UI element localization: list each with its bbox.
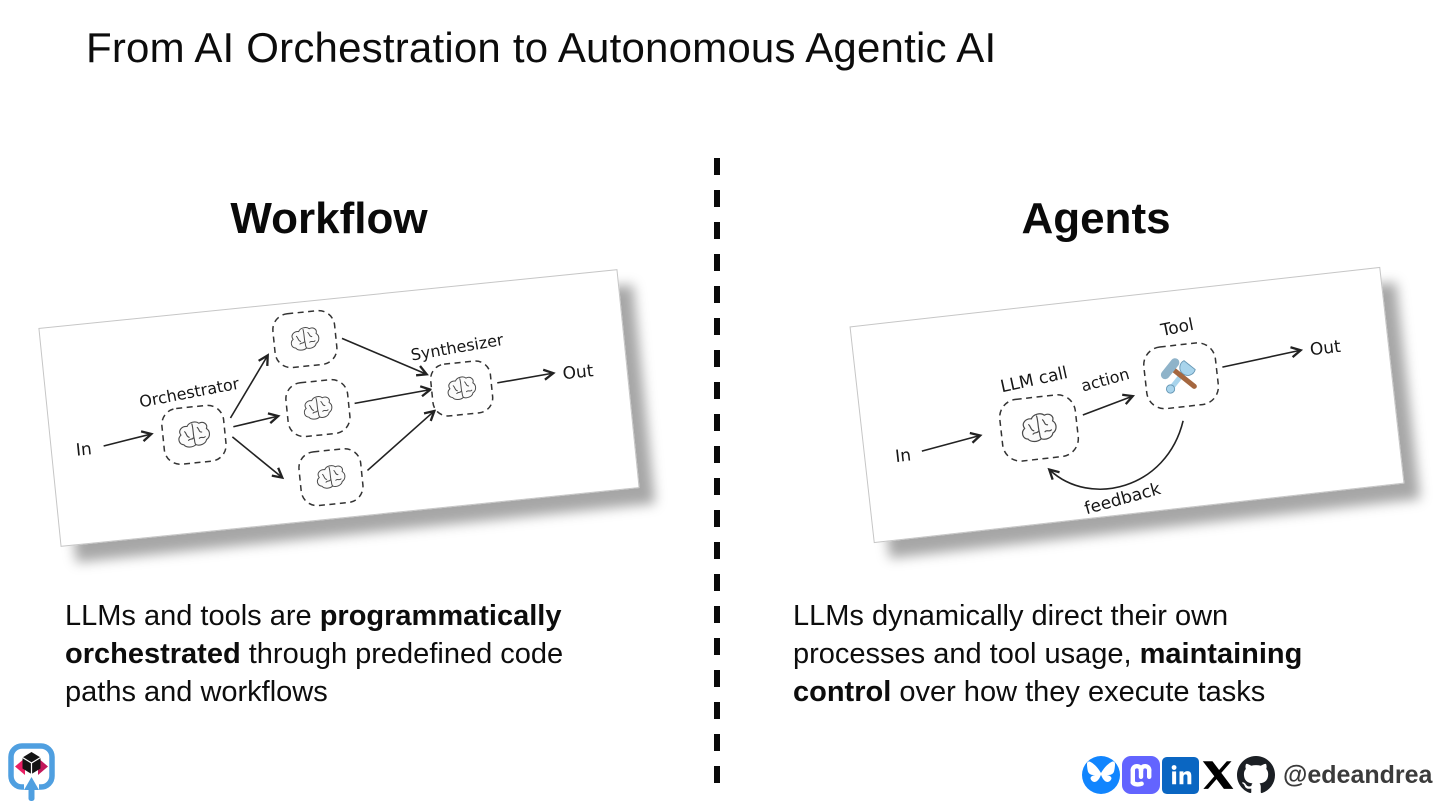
social-handle[interactable]: @edeandrea	[1283, 760, 1433, 789]
agents-in-label: In	[894, 445, 912, 467]
agents-out-label: Out	[1309, 337, 1342, 360]
linkedin-icon[interactable]	[1162, 756, 1199, 794]
tool-label: Tool	[1158, 315, 1195, 341]
workflow-diagram: In Orchestrator Synthesizer Out	[75, 309, 595, 507]
page-title: From AI Orchestration to Autonomous Agen…	[86, 24, 997, 71]
llm-call-label: LLM call	[999, 363, 1070, 397]
agents-heading: Agents	[1021, 194, 1171, 243]
agents-diagram: In LLM call action Tool Out feedback	[894, 315, 1342, 519]
agents-diagram-card: In LLM call action Tool Out feedback	[849, 266, 1405, 544]
conference-logo-icon	[8, 743, 55, 801]
workflow-heading: Workflow	[230, 194, 428, 243]
mastodon-icon[interactable]	[1122, 756, 1160, 794]
synthesizer-label: Synthesizer	[409, 330, 505, 365]
workflow-in-label: In	[75, 439, 93, 460]
workflow-out-label: Out	[562, 361, 595, 384]
github-icon[interactable]	[1237, 756, 1275, 794]
bluesky-icon[interactable]	[1082, 756, 1120, 794]
orchestrator-label: Orchestrator	[138, 374, 241, 412]
x-icon[interactable]	[1201, 758, 1235, 792]
action-label: action	[1079, 364, 1132, 395]
divider-dashed-line	[714, 158, 720, 788]
workflow-diagram-card: In Orchestrator Synthesizer Out	[38, 269, 640, 547]
hammer-wrench-icon	[1160, 358, 1197, 394]
feedback-label: feedback	[1082, 479, 1163, 519]
social-links-row: @edeandrea	[1082, 756, 1432, 794]
